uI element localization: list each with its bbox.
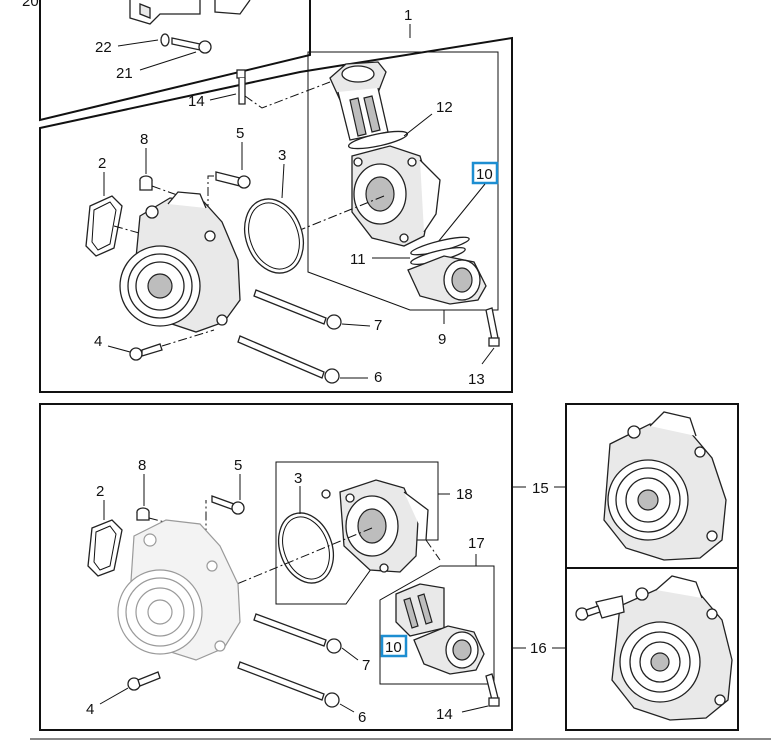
bolt-7-upper xyxy=(253,289,342,330)
outlet-pipe xyxy=(407,255,487,305)
gasket-3-lower xyxy=(277,512,335,584)
gasket-2-upper xyxy=(85,195,123,257)
callout-1: 1 xyxy=(404,7,412,24)
callout-7-top: 7 xyxy=(374,317,382,334)
bolt-7-lower xyxy=(253,613,342,654)
bolt-5-lower xyxy=(211,495,245,515)
bolt-6-lower xyxy=(237,661,340,708)
thermostat-lower xyxy=(395,583,485,675)
bolt-4-lower xyxy=(127,671,161,691)
callout-13: 13 xyxy=(468,371,485,388)
panel-16: 16 xyxy=(530,567,739,731)
callout-12: 12 xyxy=(436,99,453,116)
gasket-2-lower xyxy=(87,519,123,577)
callout-21: 21 xyxy=(116,65,133,82)
water-pump-assembly-15 xyxy=(603,411,727,561)
bolt-5-upper xyxy=(215,171,251,189)
callout-3-bot: 3 xyxy=(294,470,302,487)
bolt-6-upper xyxy=(237,335,340,384)
callout-10-bot: 10 xyxy=(385,639,402,656)
bolt-21 xyxy=(171,37,212,54)
callout-2-bot: 2 xyxy=(96,483,104,500)
callout-16: 16 xyxy=(530,640,547,657)
thermostat-housing-lower xyxy=(321,479,429,573)
callout-9: 9 xyxy=(438,331,446,348)
callout-8-top: 8 xyxy=(140,131,148,148)
callout-10-top-box xyxy=(471,161,499,185)
callout-2-top: 2 xyxy=(98,155,106,172)
callout-7-bot: 7 xyxy=(362,657,370,674)
panel-15: 15 xyxy=(532,403,739,569)
bolt-4-upper xyxy=(129,343,163,361)
callout-5-top: 5 xyxy=(236,125,244,142)
callout-18: 18 xyxy=(456,486,473,503)
bolt-14-upper xyxy=(236,69,246,105)
gasket-3-upper xyxy=(244,198,304,274)
callout-15: 15 xyxy=(532,480,549,497)
callout-11: 11 xyxy=(350,251,366,268)
callout-10-top: 10 xyxy=(476,166,493,183)
callout-17: 17 xyxy=(468,535,485,552)
callout-14-bot: 14 xyxy=(436,706,453,723)
panel-upper: 1 9 14 12 xyxy=(39,7,513,393)
callout-14-top: 14 xyxy=(188,93,205,110)
callout-8-bot: 8 xyxy=(138,457,146,474)
callout-22: 22 xyxy=(95,39,112,56)
panel-lower: 18 17 8 5 2 3 xyxy=(39,403,526,731)
bolt-14-lower xyxy=(485,673,500,707)
callout-6-bot: 6 xyxy=(358,709,366,726)
panel-top-cut: 20 22 21 xyxy=(22,0,311,122)
sleeve-8-upper xyxy=(139,175,153,191)
bolt-13 xyxy=(485,307,500,347)
washer-22 xyxy=(160,33,170,47)
water-pump-upper xyxy=(119,191,241,333)
callout-4-bot: 4 xyxy=(86,701,94,718)
callout-4-top: 4 xyxy=(94,333,102,350)
callout-5-bot: 5 xyxy=(234,457,242,474)
sleeve-8-lower xyxy=(136,507,150,521)
callout-3-top: 3 xyxy=(278,147,286,164)
water-pump-lower-ghost xyxy=(117,519,241,661)
thermostat-group-box-17 xyxy=(379,565,495,685)
callout-6-top: 6 xyxy=(374,369,382,386)
water-pump-assembly-16 xyxy=(575,575,733,721)
thermostat-group-box xyxy=(307,51,499,311)
callout-20: 20 xyxy=(22,0,39,10)
callout-10-bot-box xyxy=(380,634,408,658)
thermostat-cap xyxy=(329,61,389,141)
thermostat-housing xyxy=(351,145,441,247)
